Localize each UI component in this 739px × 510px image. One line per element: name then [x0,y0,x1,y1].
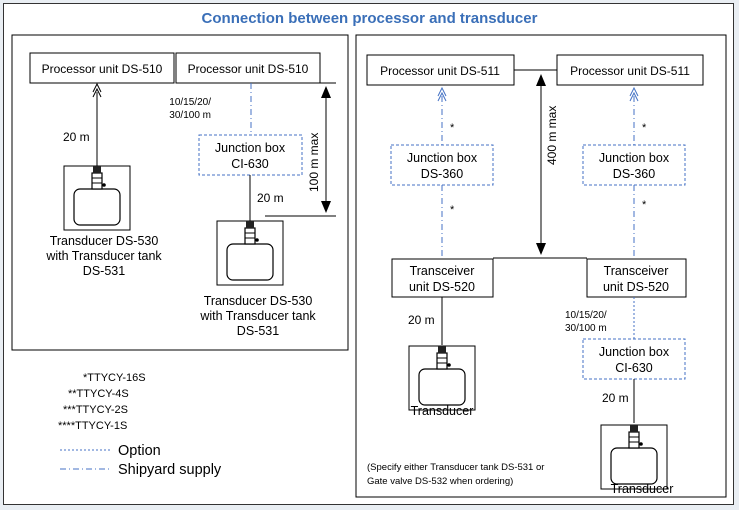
cable-arrow-up-icon [437,86,447,97]
ordering-note-line2: Gate valve DS-532 when ordering) [367,476,513,487]
transducer-left-2-line2: with Transducer tank [199,309,316,323]
junction-box-ds360-right-line2: DS-360 [613,167,655,181]
junction-box-ci630-right-line1: Junction box [599,345,670,359]
transducer-right-2-icon [600,424,668,490]
transducer-left-2-icon [216,220,284,286]
junction-box-ci630-left-line1: Junction box [215,141,286,155]
cable-arrow-up-icon [92,87,102,98]
dimension-arrow-down-icon [321,201,331,213]
cable-junction-lengths-1: 10/15/20/ [169,97,211,108]
legend-option-label: Option [118,443,161,459]
junction-box-ds360-left-line1: Junction box [407,151,478,165]
transducer-right-2-label: Transducer [611,482,674,496]
processor-unit-ds510-2-label: Processor unit DS-510 [188,62,309,76]
junction-box-ci630-right-line2: CI-630 [615,361,653,375]
transducer-left-2-line3: DS-531 [237,324,279,338]
transceiver-unit-left-line2: unit DS-520 [409,280,475,294]
cable-junction-lengths-2: 30/100 m [169,110,211,121]
legend-cable-2s: ***TTYCY-2S [63,404,128,416]
cable-junction-lengths-right-2: 30/100 m [565,323,607,334]
legend-cable-4s: **TTYCY-4S [68,388,129,400]
processor-unit-ds511-1 [366,54,515,86]
left-panel [11,34,349,351]
junction-box-ci630-right [582,338,686,380]
junction-box-ds360-left-line2: DS-360 [421,167,463,181]
processor-unit-ds510-1 [29,52,175,84]
legend-cable-16s: *TTYCY-16S [83,372,146,384]
asterisk-note-1: * [450,122,455,134]
legend-shipyard-label: Shipyard supply [118,462,222,478]
right-panel [355,34,727,498]
junction-box-ci630-left-line2: CI-630 [231,157,269,171]
dimension-arrow-up-icon [321,86,331,98]
transducer-left-1-line2: with Transducer tank [45,249,162,263]
transducer-left-2-line1: Transducer DS-530 [204,294,313,308]
max-distance-100m: 100 m max [307,133,321,192]
transducer-right-1-label: Transducer [411,404,474,418]
cable-arrow-up-icon [437,91,447,102]
asterisk-note-2: * [450,204,455,216]
junction-box-ds360-right [582,144,686,186]
dimension-arrow-down-icon [536,243,546,255]
cable-arrow-up-icon [629,86,639,97]
cable-junction-lengths-right-1: 10/15/20/ [565,310,607,321]
transceiver-unit-left [391,258,494,298]
transducer-right-1-icon [408,345,476,411]
processor-unit-ds511-1-label: Processor unit DS-511 [380,64,500,78]
processor-unit-ds511-2-label: Processor unit DS-511 [570,64,690,78]
transceiver-unit-right-line2: unit DS-520 [603,280,669,294]
processor-unit-ds510-2 [175,52,321,84]
diagram-frame [3,3,734,505]
cable-length-right-1: 20 m [408,313,435,327]
asterisk-note-4: * [642,199,647,211]
ordering-note-line1: (Specify either Transducer tank DS-531 o… [367,462,544,473]
legend-cable-1s: ****TTYCY-1S [58,420,127,432]
asterisk-note-3: * [642,122,647,134]
transceiver-unit-left-line1: Transceiver [410,264,475,278]
cable-length-right-2: 20 m [602,391,629,405]
transducer-left-1-icon [63,165,131,231]
diagram-title: Connection between processor and transdu… [201,10,538,27]
junction-box-ci630-left [198,134,303,176]
max-distance-400m: 400 m max [545,106,559,165]
processor-unit-ds510-1-label: Processor unit DS-510 [42,62,163,76]
cable-arrow-up-icon [629,91,639,102]
junction-box-ds360-right-line1: Junction box [599,151,670,165]
dimension-arrow-up-icon [536,74,546,86]
cable-arrow-up-icon [92,82,102,93]
transceiver-unit-right-line1: Transceiver [604,264,669,278]
transducer-left-1-line3: DS-531 [83,264,125,278]
transducer-left-1-line1: Transducer DS-530 [50,234,159,248]
transceiver-unit-right [586,258,687,298]
cable-length-left-1: 20 m [63,130,90,144]
cable-length-left-2: 20 m [257,191,284,205]
